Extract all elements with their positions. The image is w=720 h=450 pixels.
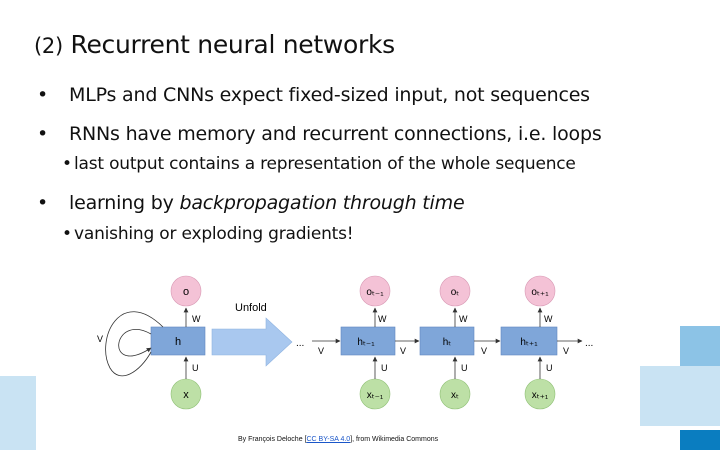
folded-loop-arrow <box>118 329 152 357</box>
folded-hidden-node <box>150 326 206 356</box>
output-node-t-minus-1 <box>359 275 391 307</box>
hidden-label-t-plus-1: hₜ₊₁ <box>520 337 538 348</box>
bullet-dot: • <box>37 123 49 145</box>
folded-w-label: W <box>192 314 201 324</box>
folded-input-label: x <box>183 389 189 401</box>
deco-square-right-mid <box>640 366 720 426</box>
bullet-dot: • <box>62 224 72 244</box>
unfolded-ellipsis-right: ... <box>585 338 593 349</box>
folded-u-label: U <box>192 363 199 373</box>
credit-prefix: By François Deloche [ <box>238 436 307 443</box>
folded-loop-arc <box>105 311 164 377</box>
hidden-label-t-minus-1: hₜ₋₁ <box>357 337 375 348</box>
slide-title-text: Recurrent neural networks <box>70 30 396 59</box>
folded-output-label: o <box>183 286 189 298</box>
w-label-t-minus-1: W <box>378 314 387 324</box>
bullet-2-sub-text: last output contains a representation of… <box>74 154 576 174</box>
unfolded-ellipsis-left: ... <box>296 338 304 349</box>
bullet-2-text: RNNs have memory and recurrent connectio… <box>69 123 602 145</box>
bullet-1: • MLPs and CNNs expect fixed-sized input… <box>37 84 590 106</box>
unfold-label: Unfold <box>235 302 267 314</box>
bullet-2-sub: • last output contains a representation … <box>62 154 576 174</box>
deco-square-right-bottom <box>680 430 720 450</box>
bullet-dot: • <box>37 192 49 214</box>
output-node-t <box>439 275 471 307</box>
bullet-1-text: MLPs and CNNs expect fixed-sized input, … <box>69 84 590 106</box>
folded-hidden-label: h <box>175 336 181 348</box>
license-link[interactable]: CC BY-SA 4.0 <box>306 436 351 443</box>
w-label-t-plus-1: W <box>544 314 553 324</box>
bullet-dot: • <box>62 154 72 174</box>
hidden-label-t: hₜ <box>443 337 452 348</box>
input-label-t-plus-1: xₜ₊₁ <box>532 390 549 401</box>
u-label-t-plus-1: U <box>546 363 553 373</box>
credit-suffix: ], from Wikimedia Commons <box>350 436 439 443</box>
hidden-node-t-plus-1 <box>500 326 558 356</box>
unfolded-v-label-1: V <box>400 346 406 356</box>
image-credit: By François Deloche [CC BY-SA 4.0], from… <box>238 436 438 443</box>
bullet-3-sub-text: vanishing or exploding gradients! <box>74 224 354 244</box>
output-node-t-plus-1 <box>524 275 556 307</box>
output-label-t-plus-1: oₜ₊₁ <box>531 287 549 298</box>
output-label-t-minus-1: oₜ₋₁ <box>366 287 384 298</box>
deco-square-right-top <box>680 326 720 366</box>
input-label-t: xₜ <box>451 390 459 401</box>
bullet-dot: • <box>37 84 49 106</box>
slide-title: (2) Recurrent neural networks <box>34 30 395 59</box>
unfold-arrow <box>211 317 293 367</box>
u-label-t-minus-1: U <box>381 363 388 373</box>
w-label-t: W <box>459 314 468 324</box>
slide-title-number: (2) <box>34 34 63 58</box>
bullet-3: • learning by backpropagation through ti… <box>37 192 465 214</box>
deco-square-left <box>0 376 36 450</box>
unfolded-v-label-0: V <box>318 346 324 356</box>
folded-v-label: V <box>97 334 103 344</box>
bullet-3-sub: • vanishing or exploding gradients! <box>62 224 354 244</box>
bullet-3-text: learning by <box>69 192 180 214</box>
bullet-3-italic: backpropagation through time <box>179 192 465 214</box>
output-label-t: oₜ <box>451 287 460 298</box>
input-label-t-minus-1: xₜ₋₁ <box>367 390 384 401</box>
bullet-2: • RNNs have memory and recurrent connect… <box>37 123 602 145</box>
hidden-node-t <box>419 326 475 356</box>
folded-output-node <box>170 275 202 307</box>
unfolded-v-label-3: V <box>563 346 569 356</box>
hidden-node-t-minus-1 <box>340 326 396 356</box>
u-label-t: U <box>461 363 468 373</box>
unfolded-v-label-2: V <box>481 346 487 356</box>
